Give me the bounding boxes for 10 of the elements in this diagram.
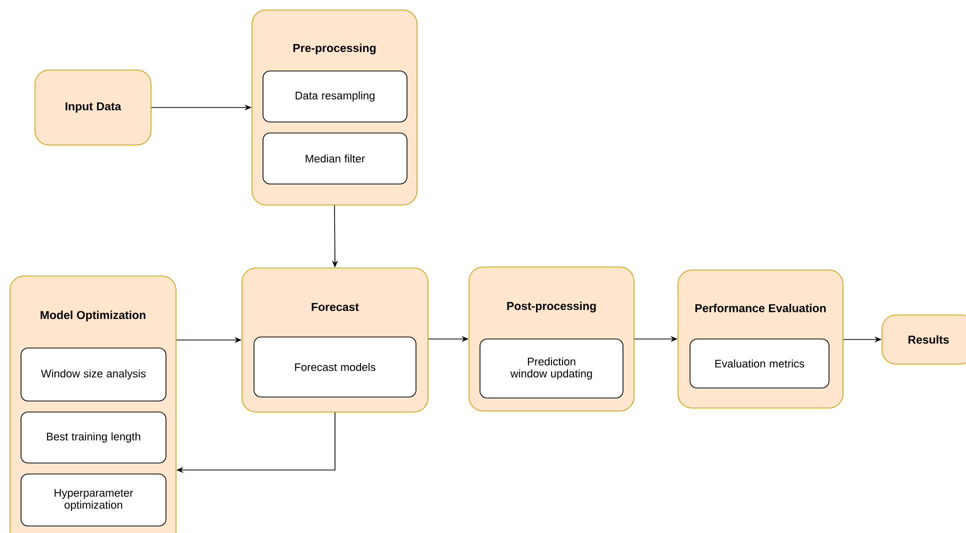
step-box: Evaluation metrics — [690, 338, 830, 388]
step-box: Forecast models — [254, 336, 416, 398]
step-box: Hyperparameter optimization — [20, 474, 166, 526]
step-box: Median filter — [262, 132, 408, 184]
step-box: Data resampling — [262, 70, 408, 122]
step-box: Prediction window updating — [480, 338, 624, 398]
process-box: Results — [882, 314, 966, 364]
step-box: Best training length — [20, 412, 166, 464]
step-box: Window size analysis — [20, 348, 166, 402]
process-box: Input Data — [34, 70, 152, 146]
